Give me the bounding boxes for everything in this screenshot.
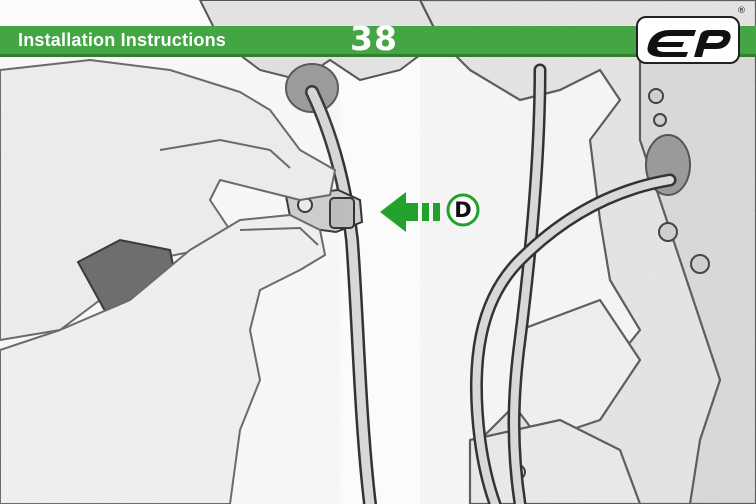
callout-label: D	[447, 194, 479, 226]
registered-mark: ®	[737, 6, 746, 16]
ep-logo-icon	[636, 16, 740, 64]
page-number: 38	[350, 20, 398, 58]
page-title: Installation Instructions	[18, 29, 226, 51]
